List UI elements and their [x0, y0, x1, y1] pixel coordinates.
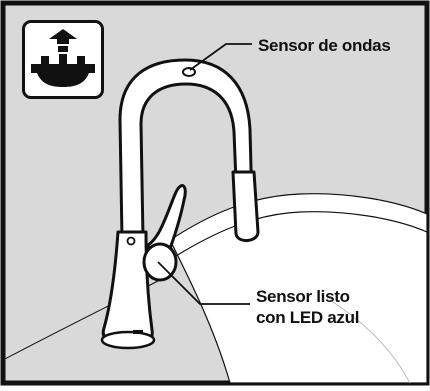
ready-sensor-label: Sensor listo con LED azul: [256, 286, 359, 328]
sink-inner-edge: [329, 299, 411, 384]
ready-sensor-leader: [157, 261, 250, 305]
ready-sensor-led: [126, 236, 136, 246]
faucet-handle: [144, 184, 187, 256]
faucet-gooseneck: [118, 58, 254, 240]
raised-spray-head-icon: [22, 20, 104, 99]
ready-sensor-label-line1: Sensor listo: [256, 287, 350, 306]
wave-sensor-dot: [182, 67, 196, 77]
countertop-edge: [2, 274, 171, 361]
wave-sensor-leader: [189, 43, 252, 71]
sink-rim: [175, 211, 428, 257]
spray-head: [231, 170, 260, 242]
raised-spray-head-glyph: [31, 29, 95, 87]
wave-sensor-label: Sensor de ondas: [258, 36, 391, 55]
faucet-base: [100, 330, 156, 350]
brand-mark: [133, 330, 143, 334]
ready-sensor-label-line2: con LED azul: [256, 308, 360, 327]
